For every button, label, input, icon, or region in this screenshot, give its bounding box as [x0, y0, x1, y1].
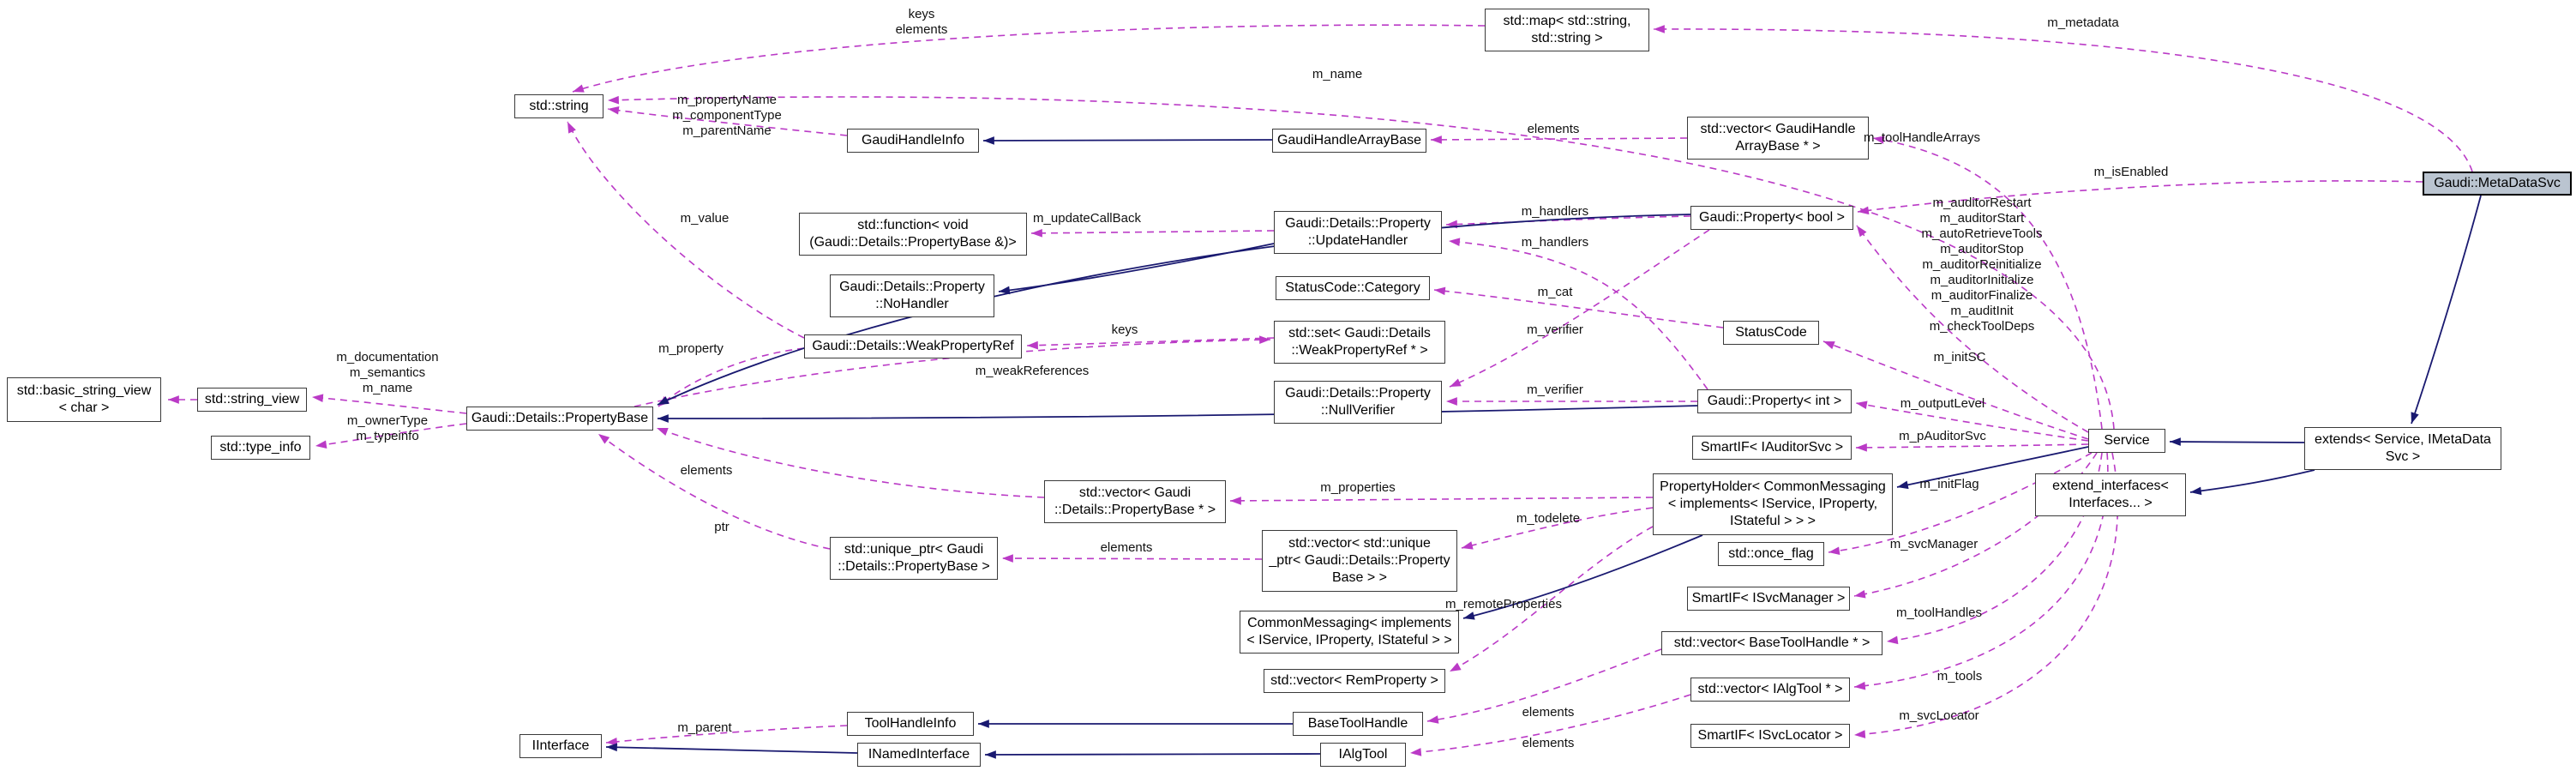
node-std-string[interactable]: std::string — [514, 94, 603, 118]
node-vector-property-base[interactable]: std::vector< Gaudi ::Details::PropertyBa… — [1044, 480, 1226, 523]
node-metadatasvc[interactable]: Gaudi::MetaDataSvc — [2423, 172, 2572, 196]
usage-edge-property-holder--vector-property-base — [1229, 497, 1654, 505]
usage-edge-service--statuscode — [1822, 340, 2089, 440]
node-vector-unique-ptr[interactable]: std::vector< std::unique _ptr< Gaudi::De… — [1262, 530, 1457, 592]
node-update-handler[interactable]: Gaudi::Details::Property ::UpdateHandler — [1274, 211, 1442, 254]
usage-edge-update-handler--std-function — [1030, 229, 1275, 238]
node-vector-gaudi-handle-array-base[interactable]: std::vector< GaudiHandle ArrayBase * > — [1687, 117, 1869, 160]
usage-edge-service--once-flag — [1828, 452, 2093, 556]
node-map-string-string[interactable]: std::map< std::string, std::string > — [1485, 9, 1649, 51]
inheritance-edge-ialgtool--inamed-interface — [984, 750, 1321, 759]
usage-edge-weak-property-ref--property-base — [658, 347, 805, 407]
node-null-verifier[interactable]: Gaudi::Details::Property ::NullVerifier — [1274, 381, 1442, 424]
node-service[interactable]: Service — [2088, 429, 2165, 453]
usage-edge-statuscode--statuscode-category — [1433, 286, 1724, 328]
node-statuscode[interactable]: StatusCode — [1723, 321, 1819, 345]
node-weak-property-ref[interactable]: Gaudi::Details::WeakPropertyRef — [804, 334, 1022, 358]
node-gaudi-handle-info[interactable]: GaudiHandleInfo — [847, 129, 979, 153]
usage-edge-property-holder--vector-unique-ptr — [1461, 507, 1654, 550]
node-inamed-interface[interactable]: INamedInterface — [857, 743, 981, 767]
inheritance-edge-service--property-holder — [1896, 446, 2089, 490]
usage-edge-property-bool--null-verifier — [1449, 229, 1710, 388]
usage-edge-vector-ialgtool--ialgtool — [1409, 694, 1691, 756]
node-vector-rem-property[interactable]: std::vector< RemProperty > — [1264, 669, 1445, 693]
node-property-int[interactable]: Gaudi::Property< int > — [1697, 389, 1852, 413]
node-std-function[interactable]: std::function< void (Gaudi::Details::Pro… — [799, 213, 1027, 256]
node-iinterface[interactable]: IInterface — [519, 734, 602, 758]
node-smartif-isvcmanager[interactable]: SmartIF< ISvcManager > — [1687, 587, 1850, 611]
node-property-bool[interactable]: Gaudi::Property< bool > — [1690, 206, 1853, 230]
usage-edge-service--smartif-iauditorsvc — [1855, 443, 2089, 452]
usage-edge-property-base--string-view — [311, 394, 467, 414]
node-property-base[interactable]: Gaudi::Details::PropertyBase — [466, 407, 653, 431]
node-extends-service-imetadatasvc[interactable]: extends< Service, IMetaData Svc > — [2304, 427, 2501, 470]
node-unique-ptr[interactable]: std::unique_ptr< Gaudi ::Details::Proper… — [830, 537, 998, 580]
node-extend-interfaces[interactable]: extend_interfaces< Interfaces... > — [2035, 473, 2186, 516]
usage-edge-service--std-string — [607, 95, 2115, 430]
usage-edge-set-weak-property-ref--weak-property-ref — [1026, 337, 1275, 350]
node-base-tool-handle[interactable]: BaseToolHandle — [1293, 712, 1423, 736]
inheritance-edge-extends-service-imetadatasvc--extend-interfaces — [2189, 469, 2315, 496]
node-vector-base-tool-handle[interactable]: std::vector< BaseToolHandle * > — [1661, 631, 1882, 655]
usage-edge-weak-property-ref--std-string — [567, 121, 805, 339]
usage-edge-service--property-bool — [1856, 225, 2089, 433]
usage-edge-tool-handle-info--iinterface — [605, 725, 848, 746]
usage-edge-vector-unique-ptr--unique-ptr — [1001, 554, 1263, 563]
usage-edge-property-bool--update-handler — [1445, 215, 1691, 229]
node-common-messaging[interactable]: CommonMessaging< implements < IService, … — [1240, 611, 1459, 654]
node-string-view[interactable]: std::string_view — [197, 388, 307, 412]
node-no-handler[interactable]: Gaudi::Details::Property ::NoHandler — [830, 274, 994, 317]
inheritance-edge-gaudi-handle-array-base--gaudi-handle-info — [982, 136, 1273, 145]
usage-edge-property-base--type-info — [315, 423, 467, 449]
node-basic-string-view[interactable]: std::basic_string_view < char > — [7, 377, 161, 422]
node-smartif-isvclocator[interactable]: SmartIF< ISvcLocator > — [1690, 724, 1850, 748]
inheritance-edge-metadatasvc--extends-service-imetadatasvc — [2411, 195, 2482, 425]
inheritance-edge-extends-service-imetadatasvc--service — [2169, 437, 2305, 446]
usage-edge-metadatasvc--map-string-string — [1653, 25, 2473, 172]
inheritance-edge-inamed-interface--iinterface — [605, 743, 858, 754]
node-vector-ialgtool[interactable]: std::vector< IAlgTool * > — [1690, 678, 1850, 702]
usage-edge-metadatasvc--property-bool — [1857, 180, 2423, 215]
usage-edge-service--property-int — [1855, 401, 2089, 442]
node-ialgtool[interactable]: IAlgTool — [1320, 743, 1406, 767]
node-smartif-iauditorsvc[interactable]: SmartIF< IAuditorSvc > — [1692, 436, 1852, 460]
usage-edge-map-string-string--std-string — [572, 24, 1486, 93]
usage-edge-property-holder--vector-rem-property — [1449, 526, 1654, 672]
inheritance-edge-property-int--property-base — [657, 405, 1698, 423]
usage-edge-vector-gaudi-handle-array-base--gaudi-handle-array-base — [1430, 136, 1688, 144]
usage-edge-unique-ptr--property-base — [597, 433, 831, 550]
node-once-flag[interactable]: std::once_flag — [1718, 542, 1824, 566]
node-property-holder[interactable]: PropertyHolder< CommonMessaging < implem… — [1653, 473, 1893, 535]
usage-edge-vector-base-tool-handle--base-tool-handle — [1426, 648, 1662, 724]
usage-edge-gaudi-handle-info--std-string — [607, 105, 848, 136]
node-tool-handle-info[interactable]: ToolHandleInfo — [847, 712, 974, 736]
usage-edge-service--vector-gaudi-handle-array-base — [1872, 136, 2103, 430]
node-set-weak-property-ref[interactable]: std::set< Gaudi::Details ::WeakPropertyR… — [1274, 321, 1445, 364]
node-statuscode-category[interactable]: StatusCode::Category — [1276, 276, 1430, 300]
usage-edge-property-int--update-handler — [1448, 238, 1708, 390]
inheritance-edge-property-bool--property-base — [657, 214, 1691, 406]
usage-edge-vector-property-base--property-base — [656, 427, 1045, 498]
node-gaudi-handle-array-base[interactable]: GaudiHandleArrayBase — [1272, 129, 1426, 153]
inheritance-edge-property-holder--common-messaging — [1462, 534, 1703, 620]
node-type-info[interactable]: std::type_info — [211, 436, 310, 460]
